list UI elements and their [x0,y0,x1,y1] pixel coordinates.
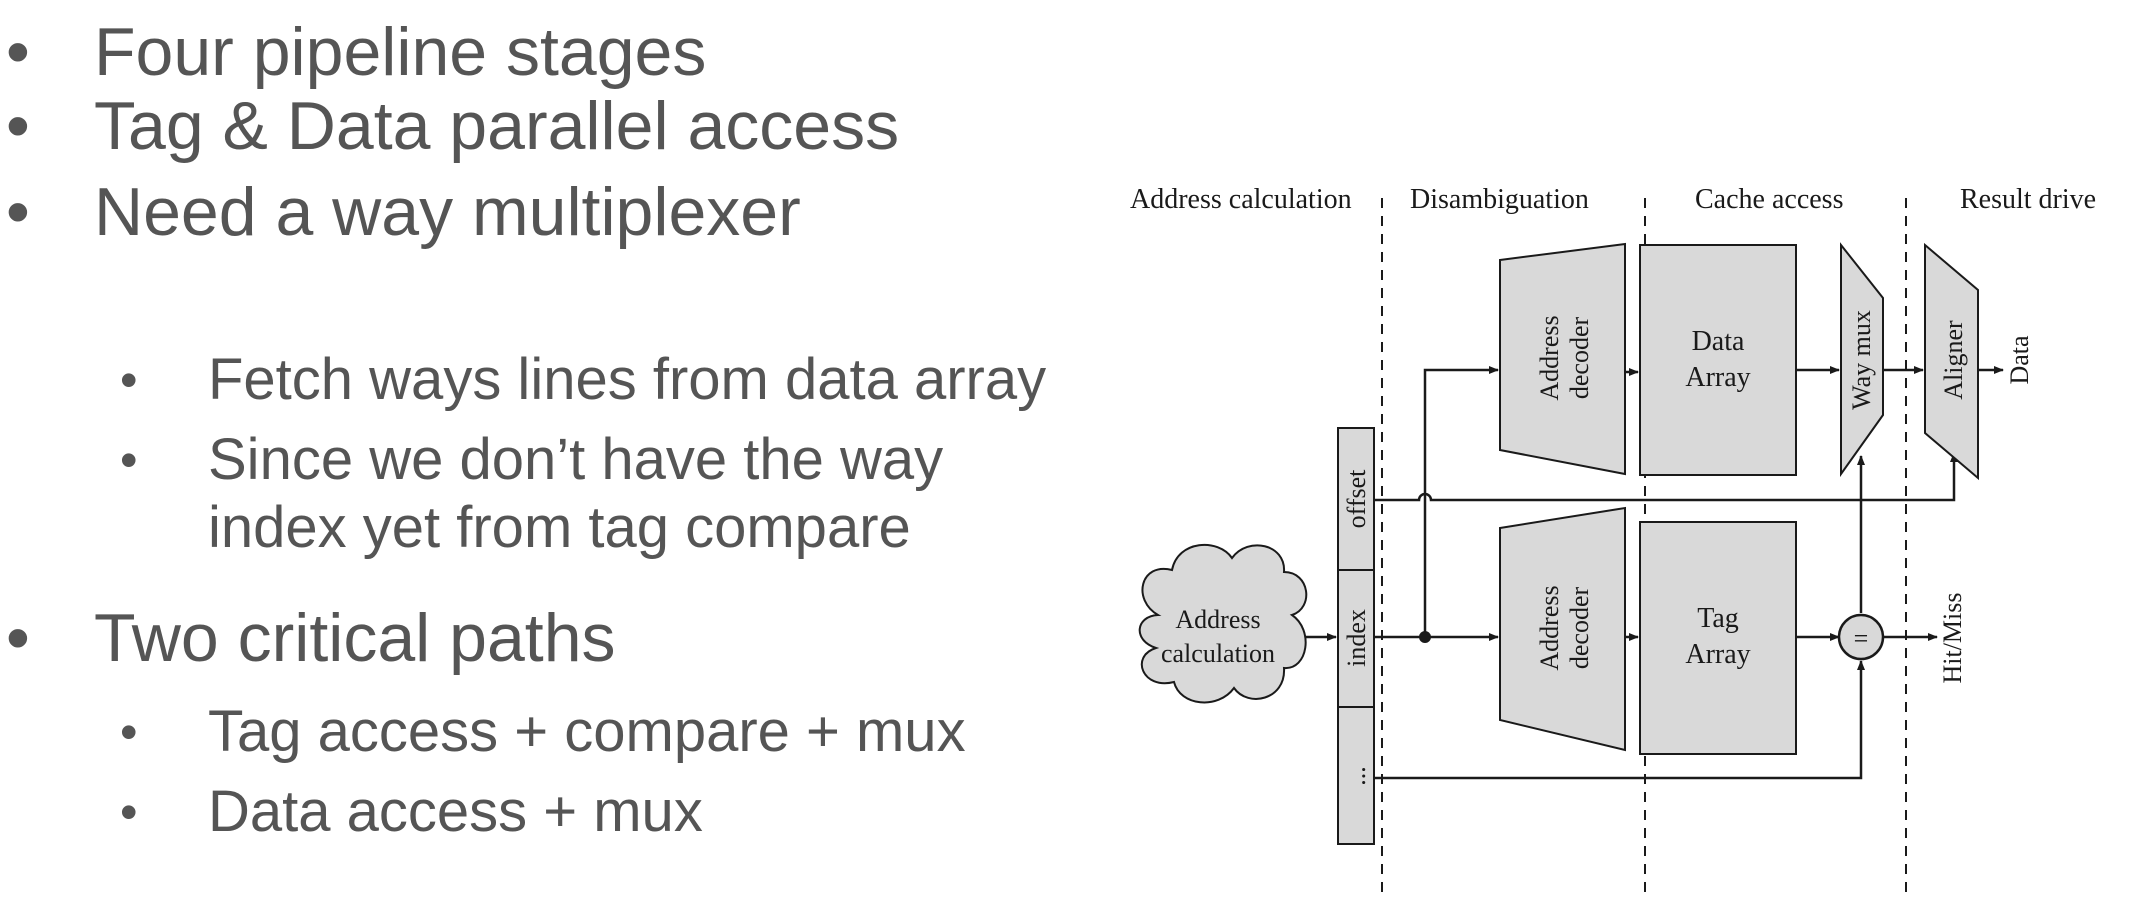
aligner: Aligner [1924,242,1979,481]
stage-label-address-calculation: Address calculation [1130,184,1352,215]
tag-array-label: Array [1685,639,1750,670]
decoder-label: Address [1535,315,1564,400]
tag-address-decoder: Address decoder [1499,506,1626,752]
offset-field [1337,427,1375,571]
data-array-label: Data [1692,326,1745,357]
decoder-label: decoder [1565,317,1594,400]
bullet-list: • Four pipeline stages • Tag & Data para… [6,14,1047,844]
tag-array-label: Tag [1697,603,1739,634]
bullet-text: Two critical paths [94,600,616,676]
comparator-symbol: = [1854,624,1869,653]
bullet-marker: • [6,14,30,90]
signal-wires [1298,366,2004,780]
decoder-label: Address [1535,585,1564,670]
ellipsis-label: ... [1342,766,1371,786]
junction-dot [1419,631,1431,643]
bullet-text: Need a way multiplexer [94,174,801,250]
other-fields [1337,706,1375,845]
aligner-label: Aligner [1939,320,1968,400]
bullet-marker: • [6,174,30,250]
offset-label: offset [1342,469,1371,529]
stage-label-cache-access: Cache access [1695,184,1843,215]
way-mux-label: Way mux [1847,310,1876,410]
bullet-text: Four pipeline stages [94,14,707,90]
decoder-label: decoder [1565,587,1594,670]
data-output-label: Data [2005,335,2034,385]
stage-label-disambiguation: Disambiguation [1410,184,1589,215]
sub-bullet-text-continued: index yet from tag compare [208,495,911,560]
cache-pipeline-diagram: Address calculation Disambiguation Cache… [1130,184,2096,900]
tag-comparator: = [1837,613,1885,661]
sub-bullet-text: Data access + mux [208,779,703,844]
hit-miss-output-label: Hit/Miss [1938,592,1967,683]
data-array: Data Array [1639,244,1797,476]
bullet-marker: • [120,784,138,840]
sub-bullet-text: Tag access + compare + mux [208,699,966,764]
data-address-decoder: Address decoder [1499,242,1626,476]
data-array-label: Array [1685,362,1750,393]
bullet-marker: • [6,88,30,164]
address-register: offset index ... [1337,427,1375,845]
sub-bullet-text: Fetch ways lines from data array [208,347,1047,412]
bullet-marker: • [6,600,30,676]
cloud-label: Address [1175,605,1260,634]
address-calculation-cloud: Address calculation [1138,543,1308,704]
cloud-label: calculation [1161,639,1275,668]
way-mux: Way mux [1840,242,1884,478]
index-label: index [1342,609,1371,667]
sub-bullet-text: Since we don’t have the way [208,427,944,492]
bullet-text: Tag & Data parallel access [94,88,900,164]
bullet-marker: • [120,432,138,488]
stage-label-result-drive: Result drive [1960,184,2096,215]
bullet-marker: • [120,704,138,760]
tag-array: Tag Array [1639,521,1797,755]
bullet-marker: • [120,352,138,408]
